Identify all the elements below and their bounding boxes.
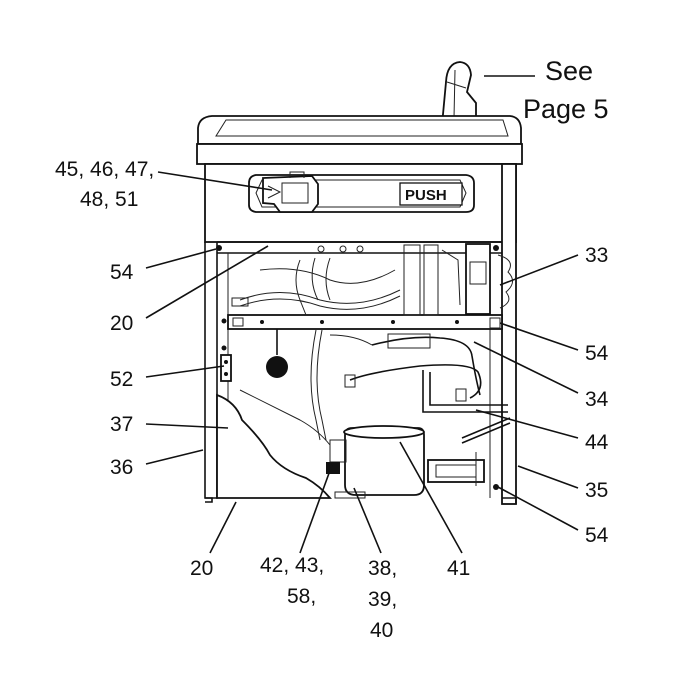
callout-44: 44 <box>585 431 609 454</box>
callout-38-line-3: 40 <box>370 619 393 642</box>
float-valve <box>266 329 288 378</box>
callout-labels: 45, 46, 47, 48, 51 54 20 52 37 36 20 42,… <box>55 158 609 642</box>
callout-20-upper: 20 <box>110 312 133 335</box>
callout-48: 48, 51 <box>80 188 138 211</box>
callout-54-right-upper: 54 <box>585 342 609 365</box>
callout-38-line-2: 39, <box>368 588 397 611</box>
callout-37: 37 <box>110 413 133 436</box>
side-panel-cutaway <box>216 393 332 499</box>
side-switch <box>220 354 232 382</box>
reference-line-1: See <box>545 56 593 86</box>
callout-54-left: 54 <box>110 261 134 284</box>
reference-line-2: Page 5 <box>523 94 609 124</box>
compressor <box>326 425 485 499</box>
bubbler-spout <box>441 61 477 126</box>
basin-top <box>196 115 523 165</box>
callout-35: 35 <box>585 479 608 502</box>
cooling-tubes <box>239 329 511 446</box>
leader-lines <box>145 75 579 554</box>
callout-38-line-1: 38, <box>368 557 397 580</box>
callout-36: 36 <box>110 456 133 479</box>
callout-34: 34 <box>585 388 609 411</box>
callout-52: 52 <box>110 368 133 391</box>
callout-45: 45, 46, 47, <box>55 158 154 181</box>
callout-54-right-lower: 54 <box>585 524 609 547</box>
callout-41: 41 <box>447 557 470 580</box>
callout-20-lower: 20 <box>190 557 213 580</box>
reference-note: See Page 5 <box>523 56 609 124</box>
control-panel <box>465 243 513 315</box>
callout-42-line-2: 58, <box>287 585 316 608</box>
mounting-bracket <box>227 314 503 330</box>
valve-assembly <box>262 171 319 213</box>
push-label: PUSH <box>405 187 447 204</box>
callout-33: 33 <box>585 244 608 267</box>
upper-plumbing <box>231 244 461 316</box>
push-button[interactable]: PUSH <box>399 182 463 206</box>
callout-42-line-1: 42, 43, <box>260 554 324 577</box>
